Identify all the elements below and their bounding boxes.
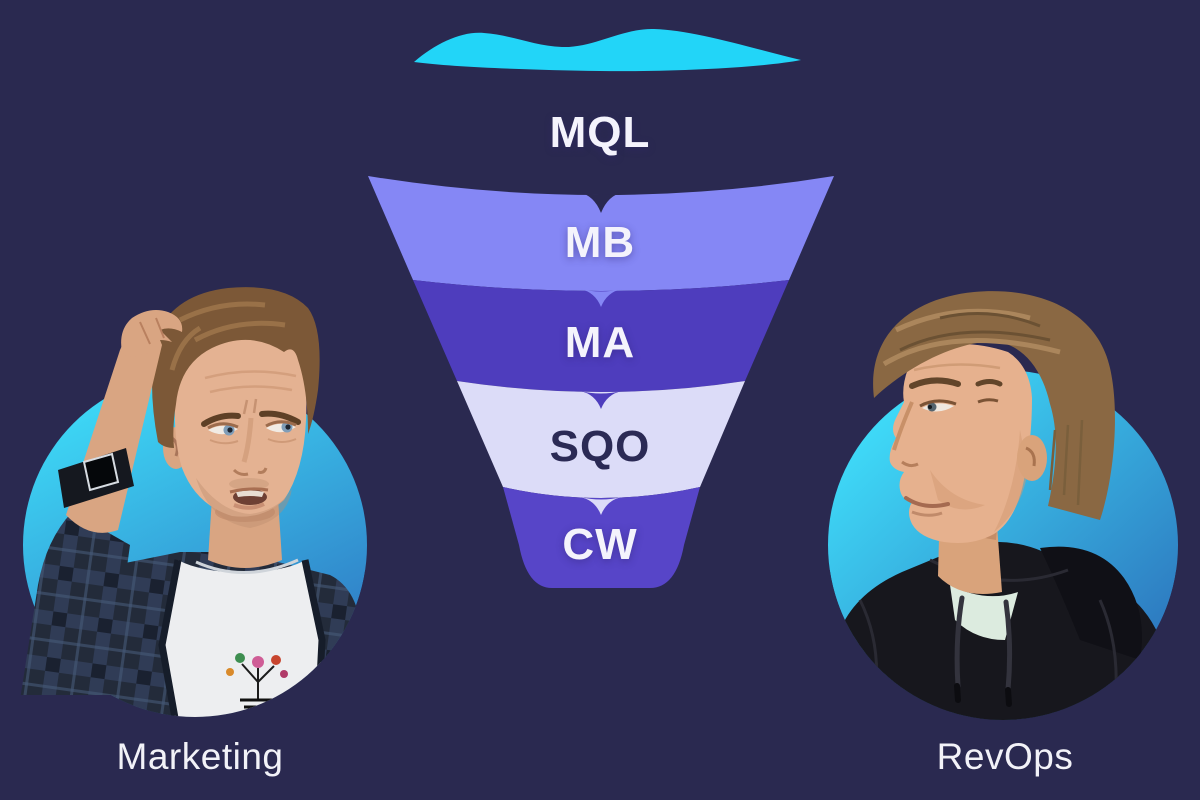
revops-person-photo (826, 291, 1178, 720)
funnel-top-drip-notch (578, 192, 624, 213)
funnel-band-cw (503, 487, 700, 588)
funnel-ma-drip-notch (580, 391, 622, 409)
funnel-diagram (368, 176, 834, 588)
funnel-mb-drip-notch (580, 289, 622, 307)
funnel-band-mb (368, 176, 834, 291)
marketing-person-photo (20, 287, 368, 717)
revops-label: RevOps (936, 736, 1074, 777)
funnel-band-ma (413, 280, 789, 392)
funnel-sqo-drip-notch (580, 497, 622, 515)
marketing-label: Marketing (116, 736, 284, 777)
funnel-band-sqo (457, 381, 745, 498)
liquid-wave-shape (414, 28, 801, 72)
